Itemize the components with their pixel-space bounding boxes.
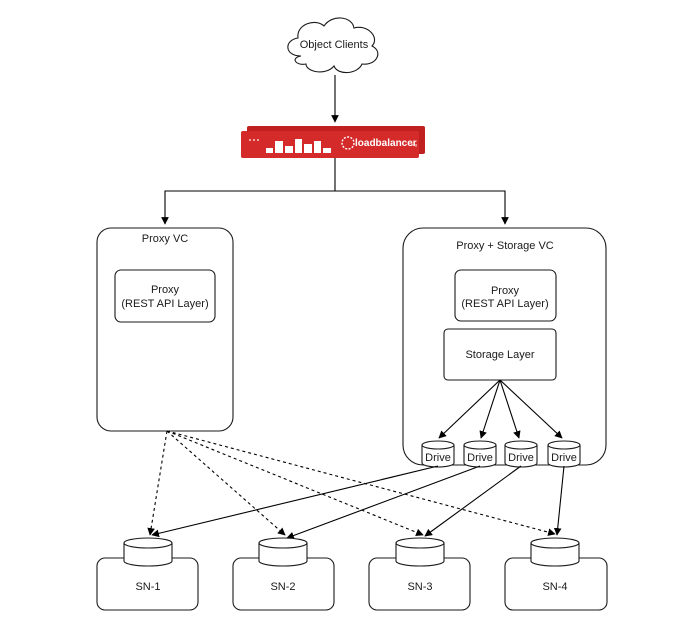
storage-layer-label: Storage Layer: [465, 349, 534, 361]
edge-drive-2-to-sn-2: [286, 465, 481, 540]
drive-node: Drive: [463, 440, 497, 468]
storage-node-sn-3: SN-3: [368, 537, 471, 611]
storage-node-label: SN-1: [135, 581, 160, 593]
proxy-vc-box: [96, 227, 234, 432]
proxy-layer-sublabel: (REST API Layer): [461, 298, 548, 310]
drive-label: Drive: [508, 452, 534, 464]
storage-node-label: SN-2: [270, 581, 295, 593]
disk-icon: [395, 543, 445, 567]
drive-node: Drive: [547, 440, 581, 468]
edge-storage-to-drive-4: [499, 379, 563, 439]
edge-proxy-to-sn-2: [166, 430, 286, 536]
proxy-layer-box: [454, 269, 557, 322]
edge-proxy-to-sn-1: [147, 430, 168, 536]
edge-lb-to-proxy-storage-vc: [335, 190, 509, 225]
object-clients-label: Object Clients: [300, 39, 369, 51]
logo-suffix-text: .org: [410, 142, 417, 147]
edge-drive-4-to-sn-4: [553, 465, 565, 536]
edge-storage-to-drive-1: [438, 379, 501, 439]
proxy-storage-vc-title: Proxy + Storage VC: [456, 240, 554, 252]
loadbalancer-appliance: loadbalancer .org: [241, 126, 425, 158]
status-dot: [253, 139, 255, 141]
edge-drive-1-to-sn-1: [151, 465, 439, 538]
proxy-storage-vc-container: Proxy + Storage VC Proxy (REST API Layer…: [402, 227, 607, 466]
proxy-layer-sublabel: (REST API Layer): [121, 298, 208, 310]
edge-proxy-to-sn-4: [166, 430, 556, 536]
drive-label: Drive: [425, 452, 451, 464]
proxy-layer-box: [114, 269, 216, 323]
drive-node: Drive: [421, 440, 455, 468]
disk-icon: [123, 543, 173, 567]
edge-storage-to-drive-2: [479, 379, 501, 439]
logo-icon: [341, 136, 355, 150]
status-dot: [249, 139, 251, 141]
disk-icon: [530, 543, 580, 567]
proxy-layer-label: Proxy: [491, 285, 520, 297]
status-dot: [257, 139, 259, 141]
storage-node-label: SN-3: [407, 581, 432, 593]
proxy-layer-label: Proxy: [151, 284, 180, 296]
edge-lb-to-proxy-vc: [161, 158, 336, 225]
storage-node-sn-1: SN-1: [96, 537, 199, 611]
edge-storage-to-drive-3: [499, 379, 521, 439]
drive-label: Drive: [467, 452, 493, 464]
cloud-icon: [287, 17, 379, 74]
storage-node-sn-4: SN-4: [504, 537, 608, 611]
drive-node: Drive: [504, 440, 538, 468]
logo-brand-text: loadbalancer: [355, 138, 417, 149]
edge-proxy-to-sn-3: [166, 430, 424, 536]
storage-node-label: SN-4: [542, 581, 567, 593]
edge-drive-3-to-sn-3: [424, 465, 522, 537]
drive-bays-icon: [266, 139, 331, 153]
proxy-vc-title: Proxy VC: [142, 233, 189, 245]
proxy-vc-container: Proxy VC Proxy (REST API Layer): [96, 227, 234, 432]
storage-node-sn-2: SN-2: [232, 537, 335, 611]
object-clients-node: Object Clients: [287, 17, 379, 74]
disk-icon: [258, 543, 308, 567]
drive-label: Drive: [551, 452, 577, 464]
